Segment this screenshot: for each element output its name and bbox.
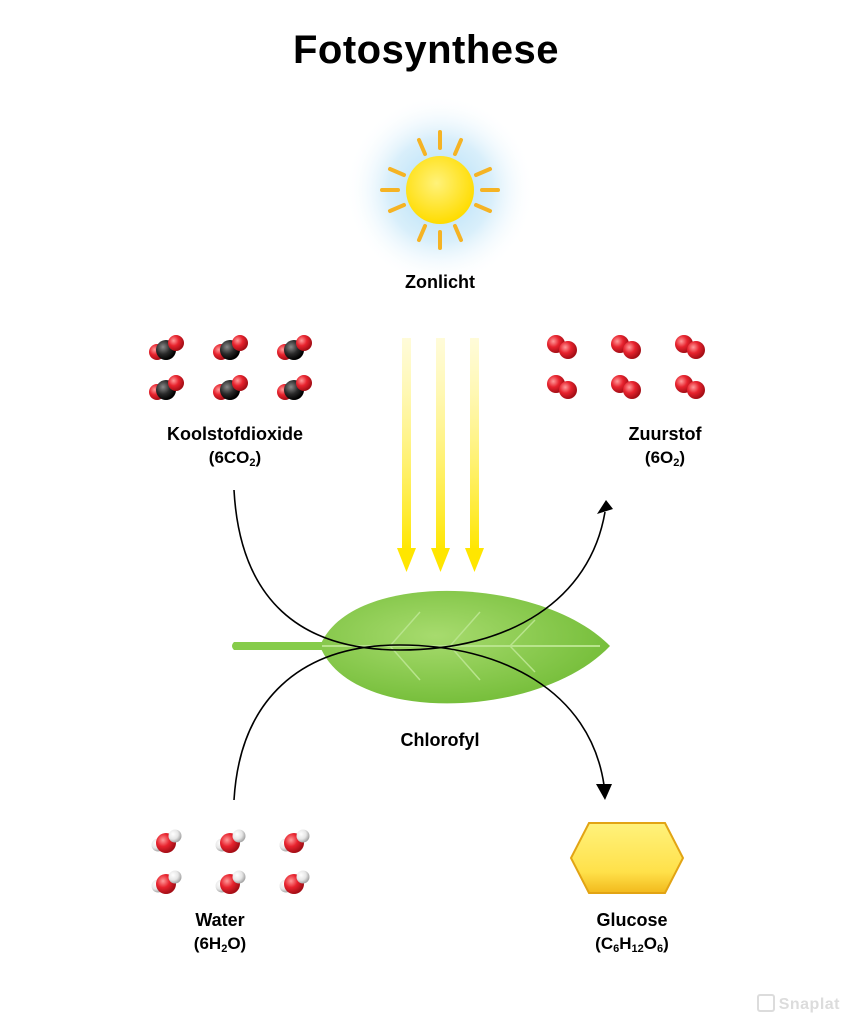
- arrowhead-up-icon: [597, 500, 613, 514]
- reaction-arrows: [233, 489, 606, 801]
- h2o-molecule-icon: [151, 829, 310, 894]
- formula-water: (6H2O): [193, 934, 247, 955]
- o2-molecule-icon: [547, 335, 705, 399]
- watermark: Snaplat: [756, 994, 840, 1014]
- label-chlorophyll: Chlorofyl: [400, 730, 480, 750]
- label-co2: Koolstofdioxide (6CO2): [120, 422, 350, 470]
- leaf-icon: [232, 590, 610, 704]
- formula-co2: (6CO2): [208, 448, 262, 469]
- diagram-title: Fotosynthese: [292, 28, 560, 72]
- arrowhead-down-icon: [596, 784, 612, 800]
- light-beams: [397, 338, 484, 572]
- glucose-hexagon-icon: [569, 822, 685, 894]
- label-o2: Zuurstof (6O2): [580, 422, 750, 470]
- sun-icon: [345, 95, 535, 285]
- formula-glucose: (C6H12O6): [595, 934, 669, 955]
- label-sunlight: Zonlicht: [405, 272, 475, 292]
- formula-o2: (6O2): [644, 448, 686, 469]
- co2-molecule-icon: [149, 335, 312, 400]
- label-glucose: Glucose (C6H12O6): [547, 908, 717, 956]
- label-water: Water (6H2O): [140, 908, 300, 956]
